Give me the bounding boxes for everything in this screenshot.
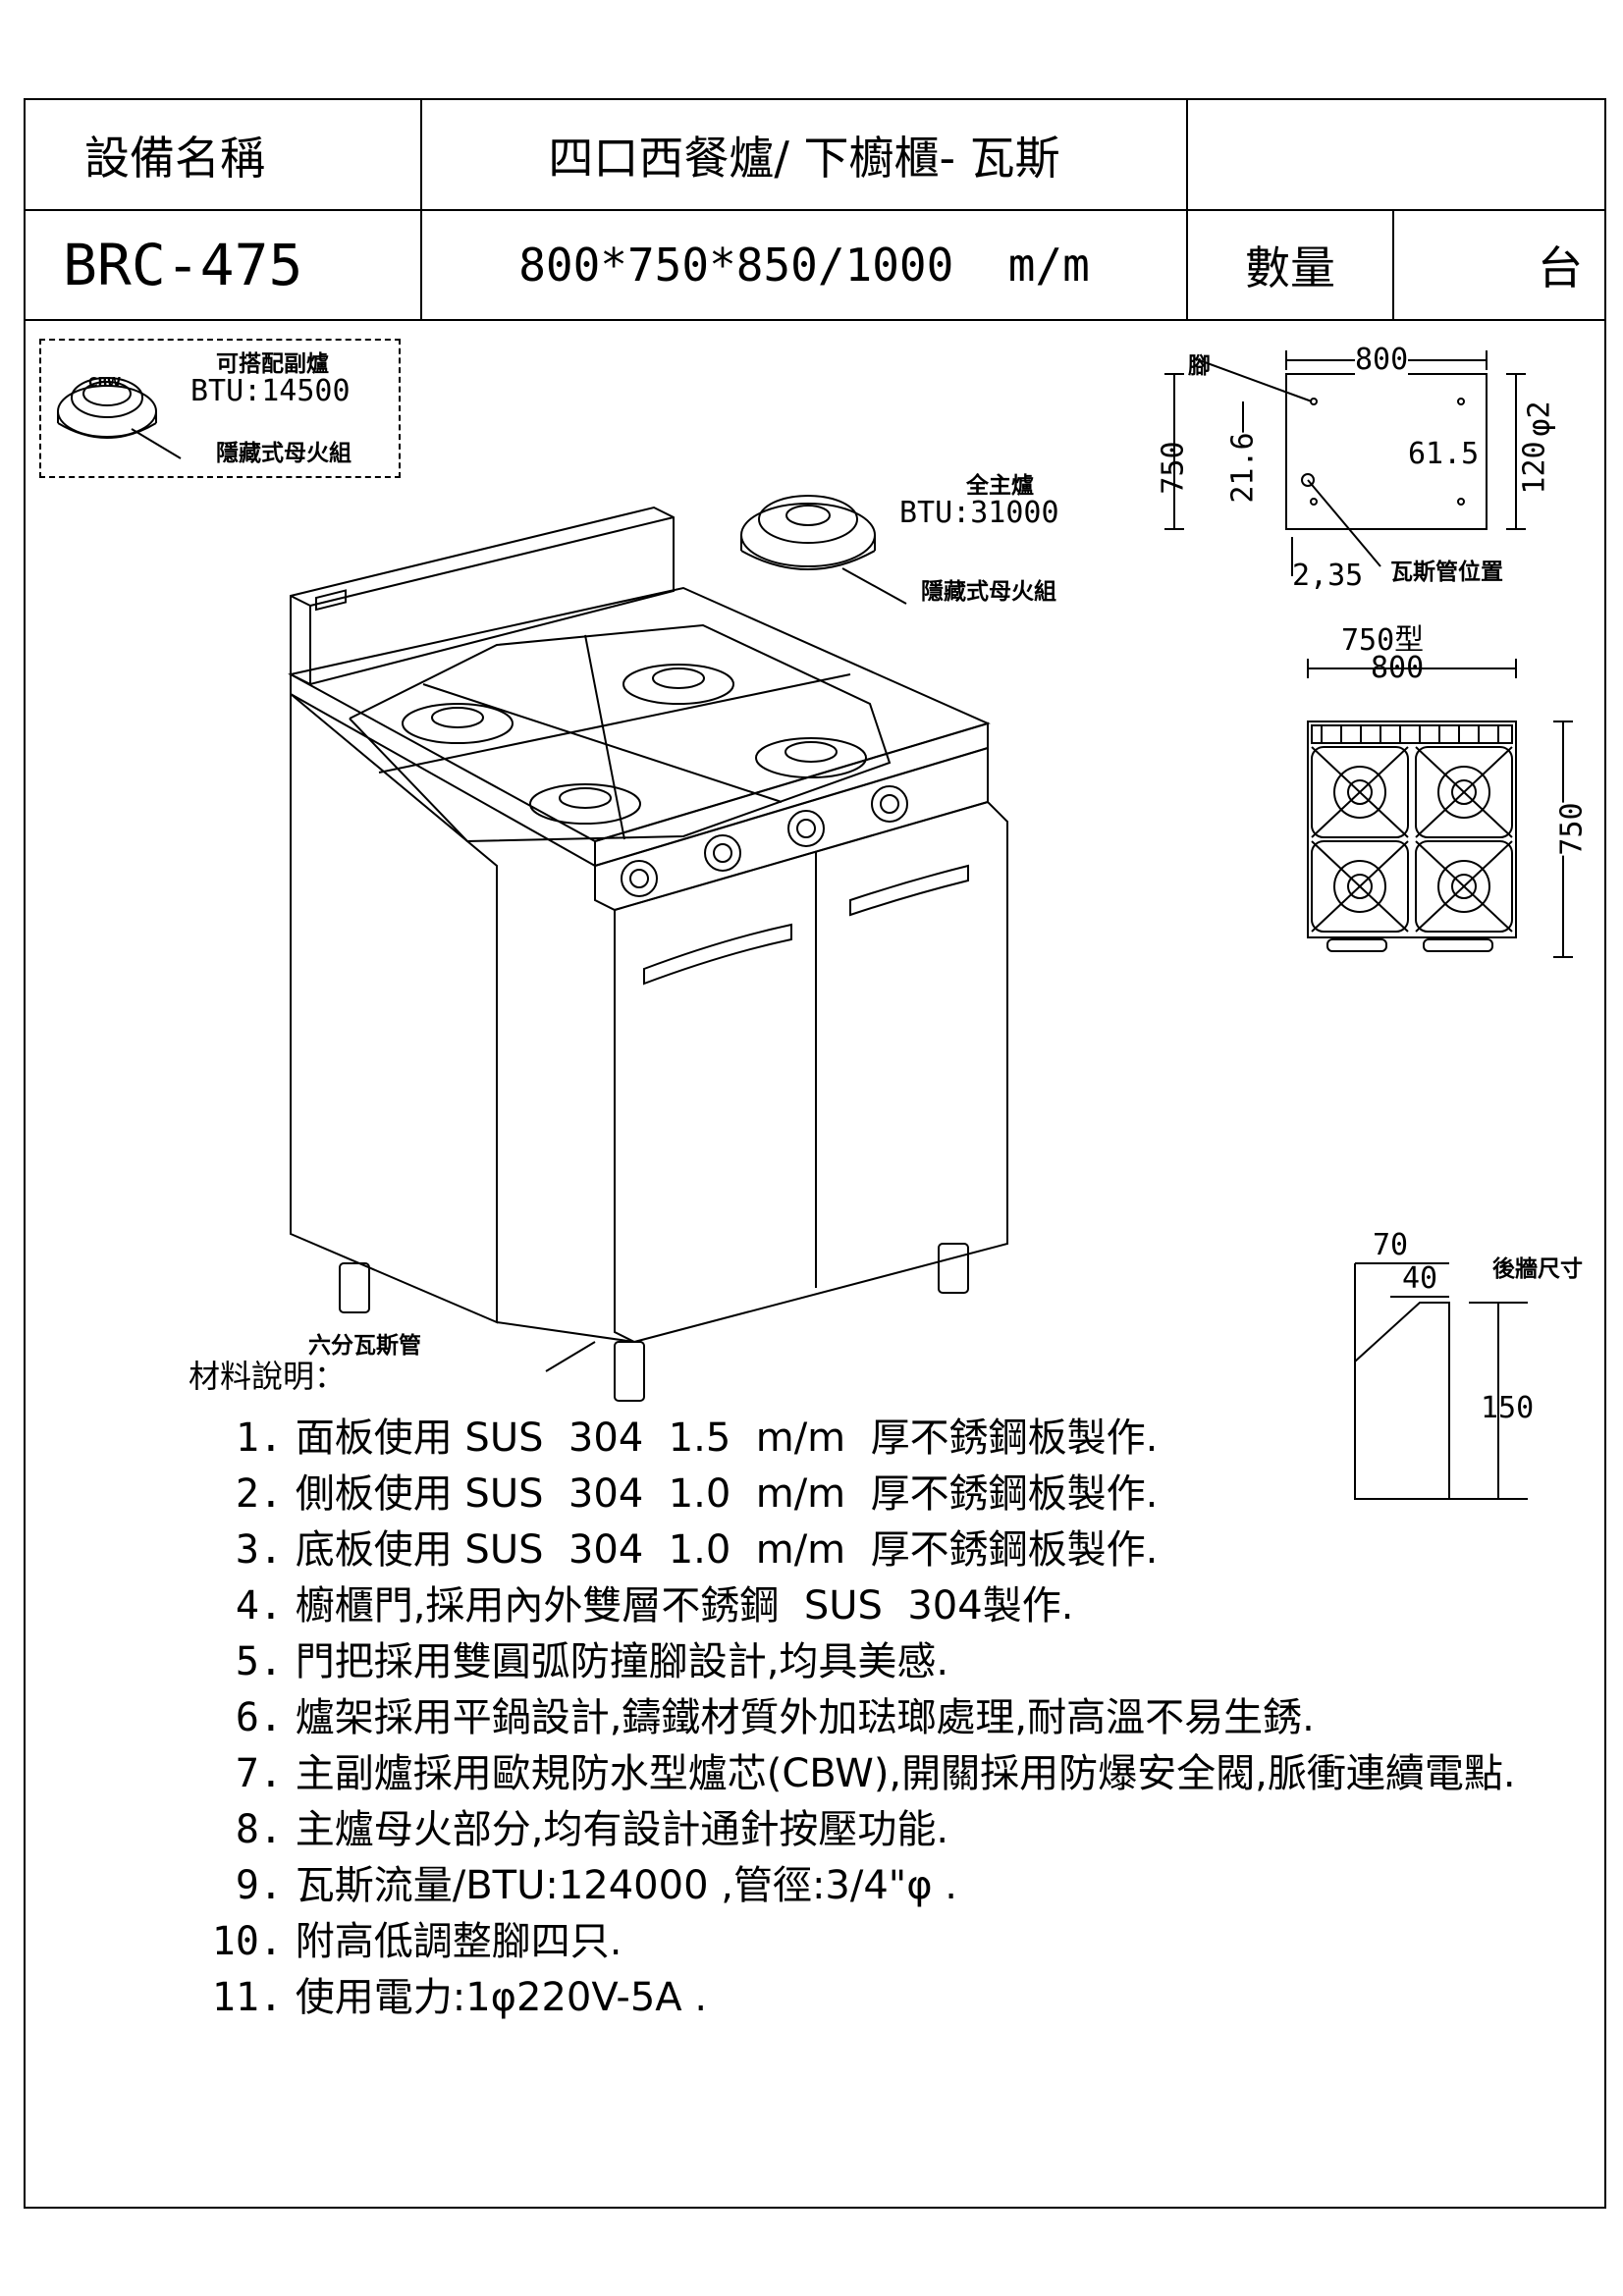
foot-label: 腳	[1188, 353, 1211, 379]
top-view-depth: 750	[1554, 802, 1590, 856]
name-value-cell: 四口西餐爐/ 下櫥櫃- 瓦斯	[422, 100, 1188, 209]
overall-dimensions: 800*750*850/1000 m/m	[518, 239, 1090, 292]
list-item: 8. 主爐母火部分,均有設計通針按壓功能.	[235, 1807, 949, 1852]
plan-depth: 750	[1156, 441, 1191, 495]
equipment-name: 四口西餐爐/ 下櫥櫃- 瓦斯	[548, 131, 1060, 185]
backsplash-drawing	[1354, 1262, 1528, 1500]
list-item: 9. 瓦斯流量/BTU:124000 ,管徑:3/4"φ .	[235, 1863, 958, 1908]
optional-burner-box: CBW 可搭配副爐 BTU:14500 隱藏式母火組	[39, 339, 401, 478]
name-label-cell: 設備名稱	[26, 100, 422, 209]
main-burner-btu: BTU:31000	[899, 496, 1059, 530]
qty-label-cell: 數量	[1188, 211, 1394, 319]
list-item: 10. 附高低調整腳四只.	[211, 1919, 622, 1964]
unit-cell: 台	[1394, 211, 1606, 319]
list-item: 3. 底板使用 SUS 304 1.0 m/m 厚不銹鋼板製作.	[235, 1527, 1159, 1573]
cbw-logo: CBW	[88, 376, 122, 391]
backsplash-dims: 後牆尺寸 70 40 150	[1331, 1204, 1606, 1519]
materials-title: 材料說明：	[189, 1358, 347, 1395]
dim-2-35: 2,35	[1292, 559, 1364, 593]
gas-pipe-label: 六分瓦斯管	[308, 1333, 421, 1359]
dim-61-5: 61.5	[1408, 437, 1480, 471]
model-cell: BRC-475	[26, 211, 422, 319]
list-item: 6. 爐架採用平鍋設計,鑄鐵材質外加琺瑯處理,耐高溫不易生銹.	[235, 1695, 1315, 1740]
plan-width: 800	[1355, 343, 1409, 377]
top-view: 750型 800	[1253, 615, 1590, 1028]
optional-burner-btu: BTU:14500	[190, 374, 351, 408]
dim-21-6: 21.6	[1225, 432, 1261, 504]
body: CBW 可搭配副爐 BTU:14500 隱藏式母火組 全主爐 BTU:31000…	[26, 321, 1604, 2209]
dim-120: 120	[1517, 441, 1552, 495]
range-drawing	[288, 506, 1008, 1402]
backsplash-title: 後牆尺寸	[1492, 1256, 1583, 1282]
plan-view-drawing	[1164, 350, 1526, 576]
list-item: 2. 側板使用 SUS 304 1.0 m/m 厚不銹鋼板製作.	[235, 1471, 1159, 1517]
optional-burner-pilot: 隱藏式母火組	[216, 441, 352, 466]
blank-cell	[1188, 100, 1606, 209]
optional-burner-title: 可搭配副爐	[216, 351, 329, 377]
plan-view: 腳 800 750 21.6 61.5 120 φ2 2,35 瓦斯管位置	[1145, 341, 1587, 714]
dim-phi-2: φ2	[1522, 400, 1557, 437]
small-burner-icon	[57, 377, 182, 459]
list-item: 4. 櫥櫃門,採用內外雙層不銹鋼 SUS 304製作.	[235, 1583, 1074, 1629]
list-item: 7. 主副爐採用歐規防水型爐芯(CBW),開關採用防爆安全閥,脈衝連續電點.	[235, 1751, 1516, 1796]
main-burner-pilot: 隱藏式母火組	[921, 579, 1056, 605]
list-item: 5. 門把採用雙圓弧防撞腳設計,均具美感.	[235, 1639, 949, 1684]
equipment-name-label: 設備名稱	[84, 131, 265, 185]
main-burner-icon	[740, 495, 907, 605]
main-burner-title: 全主爐	[966, 473, 1034, 499]
list-item: 1. 面板使用 SUS 304 1.5 m/m 厚不銹鋼板製作.	[235, 1415, 1159, 1461]
top-view-drawing	[1307, 659, 1573, 958]
model-number: BRC-475	[63, 232, 303, 298]
header-row-1: 設備名稱 四口西餐爐/ 下櫥櫃- 瓦斯	[26, 100, 1604, 211]
dim-150: 150	[1481, 1391, 1535, 1425]
gas-position-label: 瓦斯管位置	[1390, 560, 1503, 585]
header-row-2: BRC-475 800*750*850/1000 m/m 數量 台	[26, 211, 1604, 321]
list-item: 11. 使用電力:1φ220V-5A .	[211, 1975, 708, 2020]
spec-sheet: 設備名稱 四口西餐爐/ 下櫥櫃- 瓦斯 BRC-475 800*750*850/…	[24, 98, 1606, 2209]
quantity-label: 數量	[1245, 241, 1335, 294]
materials-section: 材料說明： 1. 面板使用 SUS 304 1.5 m/m 厚不銹鋼板製作. 2…	[189, 1352, 1583, 2026]
materials-list: 1. 面板使用 SUS 304 1.5 m/m 厚不銹鋼板製作. 2. 側板使用…	[204, 1411, 1583, 2026]
dimension-cell: 800*750*850/1000 m/m	[422, 211, 1188, 319]
dim-40: 40	[1402, 1261, 1438, 1296]
dim-70: 70	[1373, 1228, 1409, 1262]
unit-label: 台	[1538, 241, 1583, 294]
